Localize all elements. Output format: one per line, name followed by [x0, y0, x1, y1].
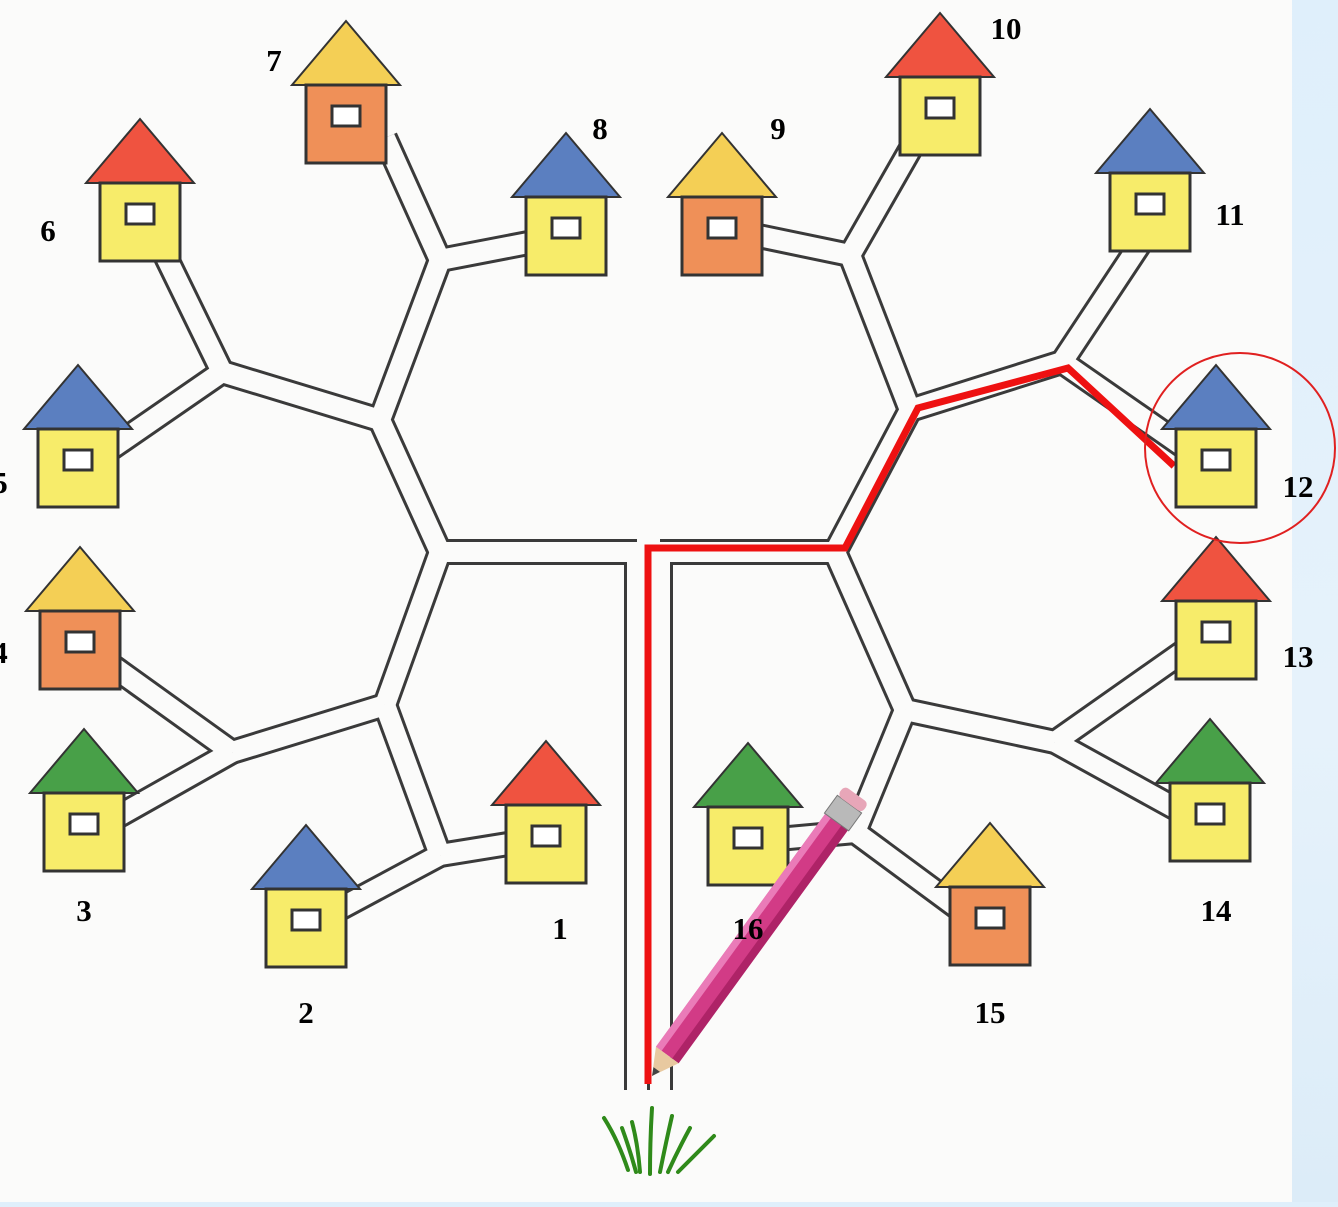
- house-window: [924, 96, 956, 120]
- house-1: [489, 739, 603, 885]
- house-15: [933, 821, 1047, 967]
- house-label-8: 8: [592, 111, 608, 146]
- house-window: [68, 812, 100, 836]
- road-surface: [845, 706, 915, 836]
- house-label-12: 12: [1283, 469, 1314, 504]
- road-surface: [375, 701, 450, 859]
- house-window: [530, 824, 562, 848]
- house-10: [883, 11, 997, 157]
- pencil-icon: [652, 787, 867, 1076]
- house-4: [23, 545, 137, 691]
- house-label-16: 16: [733, 911, 764, 946]
- house-label-1: 1: [552, 911, 568, 946]
- house-8: [509, 131, 623, 277]
- house-window: [290, 908, 322, 932]
- house-wall: [948, 885, 1032, 967]
- house-window: [1200, 448, 1232, 472]
- road-surface: [1053, 226, 1157, 368]
- house-label-13: 13: [1283, 639, 1314, 674]
- houses: [21, 11, 1273, 969]
- house-2: [249, 823, 363, 969]
- road-surface: [825, 547, 915, 715]
- house-label-7: 7: [266, 43, 282, 78]
- house-window: [732, 826, 764, 850]
- house-label-3: 3: [76, 893, 92, 928]
- house-window: [550, 216, 582, 240]
- house-window: [124, 202, 156, 226]
- house-label-11: 11: [1215, 197, 1244, 232]
- selection-circle: [1144, 352, 1336, 544]
- house-window: [330, 104, 362, 128]
- house-12: [1159, 363, 1273, 509]
- road-surface: [219, 362, 383, 430]
- house-5: [21, 363, 135, 509]
- house-13: [1159, 535, 1273, 681]
- road-surface: [229, 695, 388, 762]
- house-label-15: 15: [975, 995, 1006, 1030]
- house-window: [62, 448, 94, 472]
- house-label-4: 4: [0, 635, 8, 670]
- route-to-house-12: [644, 364, 1177, 1084]
- house-7: [289, 19, 403, 165]
- house-3: [27, 727, 141, 873]
- house-window: [64, 630, 96, 654]
- house-label-2: 2: [298, 995, 314, 1030]
- grass-icon: [602, 1106, 716, 1176]
- house-label-9: 9: [770, 111, 786, 146]
- road-surface: [156, 250, 231, 377]
- house-label-6: 6: [40, 213, 56, 248]
- house-11: [1093, 107, 1207, 253]
- road-surface: [375, 548, 450, 709]
- house-label-10: 10: [991, 11, 1022, 46]
- house-14: [1153, 717, 1267, 863]
- road-surface: [826, 405, 919, 557]
- house-wall: [36, 427, 120, 509]
- house-label-5: 5: [0, 465, 8, 500]
- house-6: [83, 117, 197, 263]
- house-9: [665, 131, 779, 277]
- house-window: [974, 906, 1006, 930]
- road-surface: [902, 700, 1058, 752]
- road-surface: [375, 133, 450, 265]
- house-window: [1194, 802, 1226, 826]
- house-wall: [1174, 599, 1258, 681]
- house-16: [691, 741, 805, 887]
- road-surface: [840, 251, 920, 414]
- house-label-14: 14: [1201, 893, 1232, 928]
- house-window: [1200, 620, 1232, 644]
- house-window: [1134, 192, 1166, 216]
- house-window: [706, 216, 738, 240]
